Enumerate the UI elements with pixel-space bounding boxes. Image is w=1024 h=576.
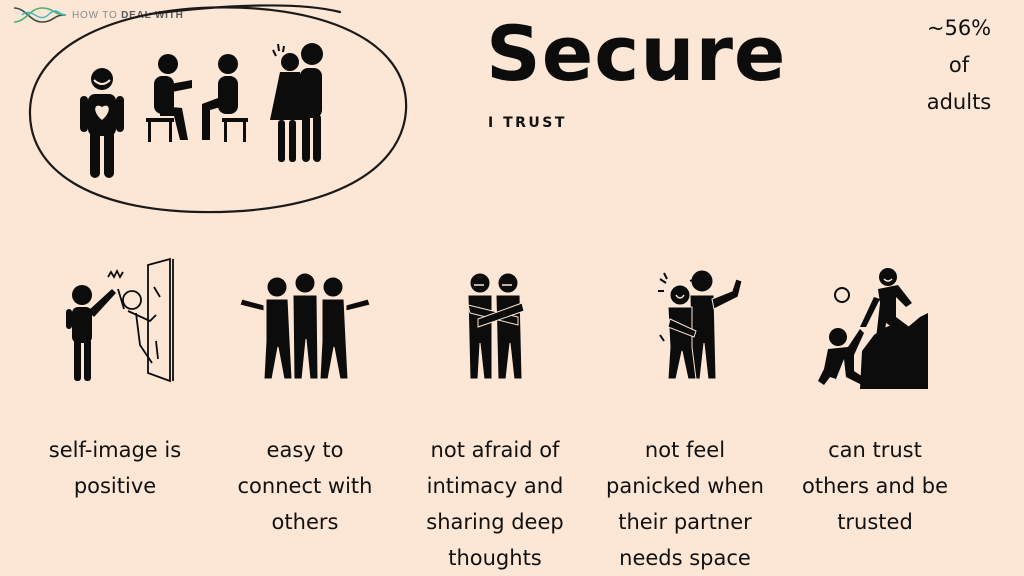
comforting-hug-icon (270, 43, 323, 162)
trait-label: can trust others and be trusted (802, 438, 948, 534)
traits-row: self-image is positive easy to connect w… (20, 255, 1020, 576)
trait-label: self-image is positive (48, 438, 182, 498)
trait-card: easy to connect with others (210, 255, 400, 576)
brand-logo: HOW TO DEAL WITH (12, 4, 184, 26)
trait-card: not afraid of intimacy and sharing deep … (400, 255, 590, 576)
trait-card: can trust others and be trusted (780, 255, 970, 576)
trait-card: not feel panicked when their partner nee… (590, 255, 780, 576)
brand-name: HOW TO DEAL WITH (72, 9, 184, 21)
person-heart-icon (80, 68, 124, 178)
two-people-embracing-icon (467, 272, 525, 380)
trait-card: self-image is positive (20, 255, 210, 576)
stat-subject: adults (926, 90, 992, 114)
population-stat: ~56% of adults (914, 10, 1004, 121)
hero-illustration (80, 43, 323, 178)
high-five-mirror-icon (66, 257, 174, 383)
stat-of: of (948, 53, 970, 77)
trait-label: not afraid of intimacy and sharing deep … (426, 438, 564, 570)
seated-person-listening-icon (202, 54, 248, 142)
helping-hand-climb-icon (818, 268, 928, 389)
page-subtitle: I TRUST (488, 115, 567, 131)
comforting-partner-icon (658, 269, 743, 380)
seated-person-talking-icon (146, 54, 192, 142)
stat-percentage: ~56% (926, 16, 992, 40)
trait-label: easy to connect with others (237, 438, 373, 534)
braided-strands-icon (13, 7, 67, 23)
trait-label: not feel panicked when their partner nee… (606, 438, 764, 570)
group-of-friends-icon (239, 272, 371, 380)
page-title: Secure (486, 9, 787, 98)
